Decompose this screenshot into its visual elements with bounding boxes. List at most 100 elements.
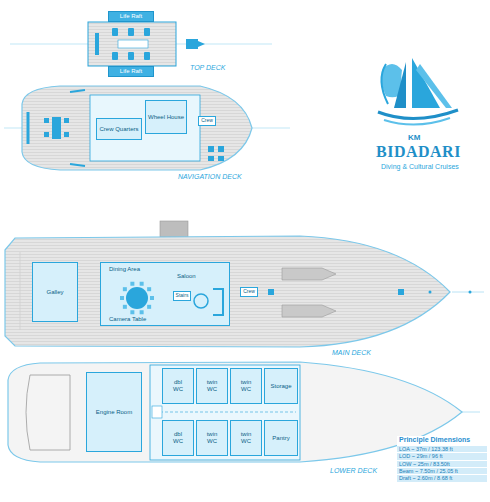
room-label: Storage — [270, 383, 291, 390]
top-deck-part — [128, 52, 134, 60]
deck-name: MAIN DECK — [332, 349, 371, 357]
room-label: WC — [173, 386, 183, 393]
navigation-deck-part — [64, 132, 69, 137]
top-deck-part — [10, 44, 88, 45]
dining-chair — [130, 310, 134, 314]
navigation-deck-part — [64, 118, 69, 123]
room-label: Life Raft — [120, 13, 142, 20]
lower-deck-part — [462, 412, 480, 413]
room-label: Stairs — [176, 293, 189, 299]
navigation-deck-part — [52, 117, 61, 139]
deck-name: LOWER DECK — [330, 467, 377, 475]
dining-chair — [140, 282, 144, 286]
room-label: twin — [207, 431, 218, 438]
room-box: twinWC — [196, 368, 228, 404]
dining-chair — [123, 287, 127, 291]
room-label: WC — [241, 386, 251, 393]
logo-emblem-part — [412, 58, 440, 108]
main-deck-part — [282, 268, 336, 280]
top-deck — [10, 22, 272, 66]
room-label: WC — [207, 386, 217, 393]
lower-deck-part — [152, 406, 162, 418]
navigation-deck-part — [208, 146, 214, 152]
room-label: WC — [241, 438, 251, 445]
room-label: WC — [207, 438, 217, 445]
lower-deck-part — [26, 375, 70, 450]
dining-chair — [150, 296, 154, 300]
room-label: LOA ~ 37m / 123.38 ft — [397, 446, 487, 452]
room-label: Galley — [46, 289, 63, 296]
room-box: twinWC — [230, 368, 262, 404]
dining-chair — [147, 305, 151, 309]
main-deck-part — [268, 289, 274, 295]
dining-table — [126, 287, 148, 309]
navigation-deck-part — [90, 95, 200, 161]
logo-emblem-part — [394, 62, 406, 108]
main-deck-part — [5, 236, 450, 347]
logo-text: BIDADARI — [376, 143, 461, 161]
main-deck-part — [429, 291, 432, 294]
top-deck-part — [128, 28, 134, 36]
logo-emblem-part — [381, 64, 388, 104]
navigation-deck-part — [44, 132, 49, 137]
room-label: Crew Quarters — [99, 126, 138, 133]
room-label: WC — [173, 438, 183, 445]
main-deck — [5, 221, 484, 347]
room-box: Crew Quarters — [96, 118, 142, 140]
top-deck-part — [118, 40, 148, 48]
dimensions-table: Principle DimensionsLOA ~ 37m / 123.38 f… — [397, 436, 487, 498]
navigation-deck-part — [218, 146, 224, 152]
dining-chair — [147, 287, 151, 291]
dining-chair — [120, 296, 124, 300]
top-deck-part — [186, 39, 198, 49]
saloon-sofa — [213, 289, 223, 315]
room-label: Draft ~ 2.60m / 8.68 ft — [397, 475, 487, 481]
navigation-deck-part — [70, 90, 85, 92]
room-label: twin — [241, 431, 252, 438]
main-deck-part — [20, 252, 21, 330]
life-raft-box: Life Raft — [108, 66, 154, 77]
main-deck-part — [469, 291, 472, 294]
room-label: dbl — [174, 431, 182, 438]
logo-emblem — [378, 58, 458, 125]
navigation-deck — [4, 86, 290, 170]
logo-text: KM — [408, 134, 420, 143]
room-label: Saloon — [177, 273, 196, 280]
room-label: Pantry — [272, 435, 289, 442]
room-box: dblWC — [162, 368, 194, 404]
room-label: Crew — [243, 289, 255, 295]
room-label: twin — [241, 379, 252, 386]
navigation-deck-part — [218, 156, 224, 161]
main-deck-part — [282, 305, 336, 317]
top-deck-part — [112, 52, 118, 60]
navigation-deck-part — [44, 118, 49, 123]
room-box: Wheel House — [145, 100, 187, 134]
dining-chair — [123, 305, 127, 309]
top-deck-part — [144, 28, 150, 36]
room-box: Dining AreaSaloonCamera TableStairs — [100, 262, 230, 326]
saloon-furniture — [101, 263, 229, 325]
room-box: Galley — [32, 262, 78, 322]
room-box: Storage — [264, 368, 298, 404]
navigation-deck-part — [27, 112, 30, 144]
room-label: LOW ~ 25m / 83.50ft — [397, 461, 487, 467]
room-label: Engine Room — [96, 409, 132, 416]
top-deck-part — [95, 33, 99, 55]
life-raft-box: Life Raft — [108, 11, 154, 22]
room-box: twinWC — [196, 420, 228, 456]
dining-chair — [130, 282, 134, 286]
navigation-deck-part — [252, 128, 290, 129]
saloon-table — [194, 294, 208, 308]
top-deck-part — [112, 28, 118, 36]
top-deck-part — [144, 52, 150, 60]
logo-emblem-part — [416, 64, 452, 108]
room-box: Pantry — [264, 420, 298, 456]
top-deck-part — [88, 22, 176, 66]
room-box: Crew — [240, 287, 258, 297]
room-box: dblWC — [162, 420, 194, 456]
deck-name: TOP DECK — [190, 64, 225, 72]
main-deck-part — [452, 292, 484, 293]
navigation-deck-part — [208, 156, 214, 161]
room-label: Dining Area — [109, 266, 140, 273]
lower-deck-part — [8, 362, 462, 462]
